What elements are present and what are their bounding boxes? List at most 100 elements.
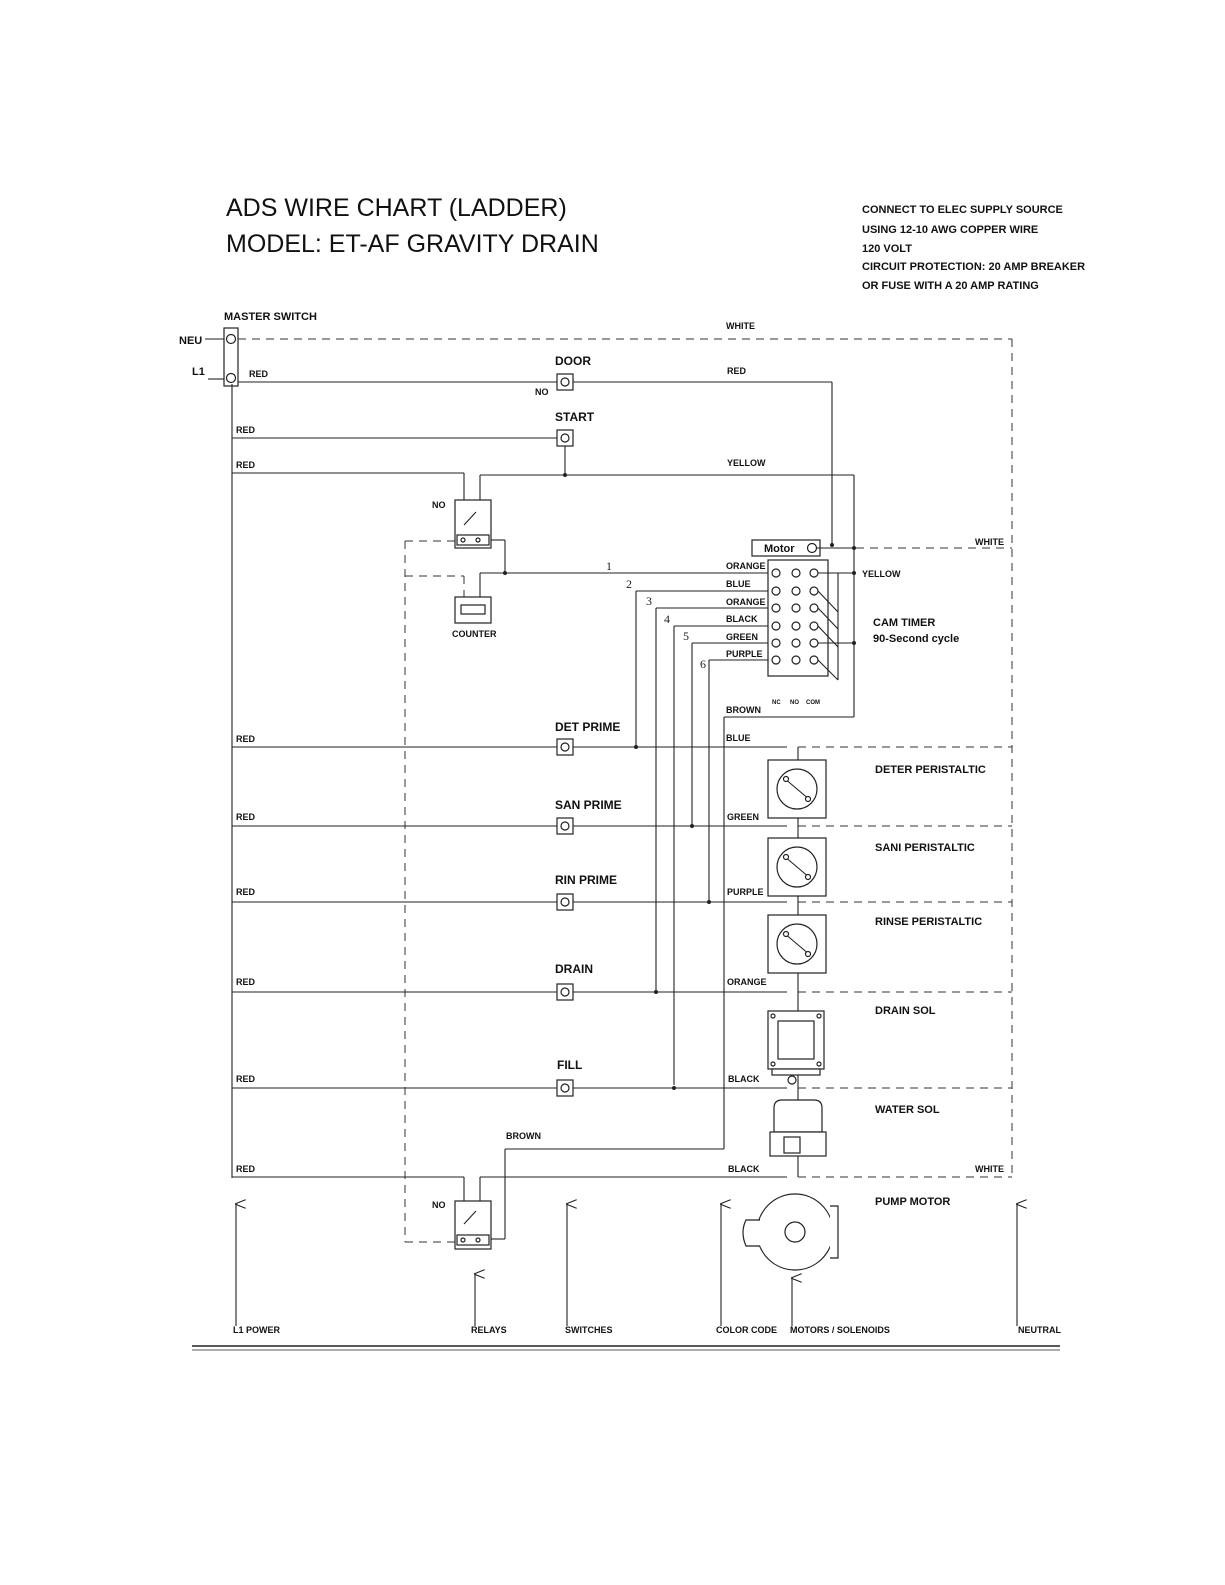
pump-roller-end <box>804 873 812 881</box>
no-label: NO <box>432 500 446 510</box>
wire-color-label: PURPLE <box>727 887 764 897</box>
relay-contact <box>463 511 477 526</box>
wire-color-label: RED <box>236 1164 256 1174</box>
l1-label: L1 <box>192 366 205 378</box>
cam-timer-cycle-label: 90-Second cycle <box>873 633 959 645</box>
fill-switch-label: FILL <box>557 1058 582 1072</box>
wire-color-label: YELLOW <box>727 458 766 468</box>
switch-terminal <box>560 1083 570 1093</box>
pump-motor: WHITE PUMP MOTOR <box>742 1164 1012 1271</box>
relay-terminal <box>475 537 481 543</box>
wire-color-label: RED <box>236 887 256 897</box>
timer-link <box>817 659 839 681</box>
junction-dot <box>634 745 638 749</box>
wire-number: 4 <box>664 612 670 626</box>
relay-contact <box>463 1210 477 1225</box>
wire-color-label: BROWN <box>506 1131 541 1141</box>
yellow-rung: RED YELLOW <box>232 458 855 717</box>
pump-roller <box>783 855 811 879</box>
supply-note-line: OR FUSE WITH A 20 AMP RATING <box>862 280 1039 292</box>
cam-wire-color: BLACK <box>726 614 758 624</box>
timer-terminal <box>791 638 801 648</box>
start-switch-label: START <box>555 410 595 424</box>
water-sol-label: WATER SOL <box>875 1104 940 1116</box>
wire-color-label: RED <box>236 460 256 470</box>
timer-terminal <box>771 655 781 665</box>
wire-number: 2 <box>626 577 632 591</box>
wire-color-label: GREEN <box>727 812 759 822</box>
solenoid-coil <box>773 1099 823 1133</box>
wire-color-label: RED <box>236 812 256 822</box>
switch-terminal <box>560 742 570 752</box>
motor-foot <box>742 1219 760 1247</box>
timer-terminal <box>791 586 801 596</box>
san-prime-label: SAN PRIME <box>555 798 622 812</box>
wire-color-label: BLACK <box>728 1074 760 1084</box>
timer-terminal <box>791 655 801 665</box>
diagram-title: ADS WIRE CHART (LADDER) <box>226 194 567 222</box>
timer-terminal-label: NO <box>790 700 799 706</box>
timer-terminal <box>809 586 819 596</box>
wire-color-label: BLUE <box>726 733 751 743</box>
door-rung: RED DOOR NO RED <box>238 354 833 545</box>
solenoid-base <box>771 1068 821 1076</box>
pump-motor-label: PUMP MOTOR <box>875 1196 950 1208</box>
relay-terminal <box>475 1237 481 1243</box>
switch-terminal <box>560 987 570 997</box>
solenoid-bolt <box>816 1013 822 1019</box>
pump-roller <box>783 777 811 801</box>
timer-terminal <box>771 603 781 613</box>
supply-note-line: USING 12-10 AWG COPPER WIRE <box>862 224 1038 236</box>
drain-rung: RED DRAIN ORANGE <box>232 962 787 1001</box>
solenoid-bolt <box>770 1013 776 1019</box>
water-solenoid: WATER SOL <box>769 1087 1012 1157</box>
relay-terminal <box>460 537 466 543</box>
timer-com-links <box>817 572 854 681</box>
junction-dot <box>654 990 658 994</box>
wire-color-label: RED <box>249 369 269 379</box>
relay-1: NO <box>404 499 506 1242</box>
junction-dot <box>503 571 507 575</box>
wire-number: 3 <box>646 594 652 608</box>
legend-relays: RELAYS <box>471 1325 507 1335</box>
start-rung: RED START <box>232 410 595 477</box>
cam-timer-label: CAM TIMER <box>873 617 935 629</box>
legend-motors: MOTORS / SOLENOIDS <box>790 1325 890 1335</box>
rinse-peristaltic: RINSE PERISTALTIC <box>767 901 1012 974</box>
relay-coil <box>456 534 490 546</box>
master-switch: MASTER SWITCH NEU L1 <box>179 311 317 387</box>
motor-shaft <box>784 1221 806 1243</box>
wire-color-label: WHITE <box>975 1164 1004 1174</box>
timer-terminal-label: COM <box>806 700 820 706</box>
cam-wire-color: BLUE <box>726 579 751 589</box>
junction-dot <box>830 543 834 547</box>
rin-prime-rung: RED RIN PRIME PURPLE <box>232 873 787 911</box>
timer-terminal <box>771 586 781 596</box>
switch-terminal <box>560 897 570 907</box>
timer-terminal-label: NC <box>772 700 781 706</box>
junction-dot <box>852 571 856 575</box>
pump-roller-end <box>804 950 812 958</box>
counter-label: COUNTER <box>452 629 497 639</box>
deter-peristaltic: DETER PERISTALTIC <box>767 746 1012 819</box>
timer-terminal <box>809 568 819 578</box>
switch-terminal <box>560 821 570 831</box>
junction-dot <box>852 546 856 550</box>
legend-l1-power: L1 POWER <box>233 1325 281 1335</box>
timer-terminal <box>791 621 801 631</box>
solenoid-bolt <box>816 1061 822 1067</box>
wire-color-label: BROWN <box>726 705 761 715</box>
drain-switch-label: DRAIN <box>555 962 593 976</box>
junction-dot <box>690 824 694 828</box>
wire-color-label: YELLOW <box>862 569 901 579</box>
cam-wire-color: ORANGE <box>726 561 766 571</box>
model-title: MODEL: ET-AF GRAVITY DRAIN <box>226 230 599 258</box>
wire-color-label: ORANGE <box>727 977 767 987</box>
wire-color-label: RED <box>236 734 256 744</box>
solenoid-port <box>783 1136 801 1154</box>
timer-terminal <box>791 568 801 578</box>
neutral-bus: WHITE <box>238 321 1013 1178</box>
pump-roller <box>783 932 811 956</box>
cam-wire-color: ORANGE <box>726 597 766 607</box>
